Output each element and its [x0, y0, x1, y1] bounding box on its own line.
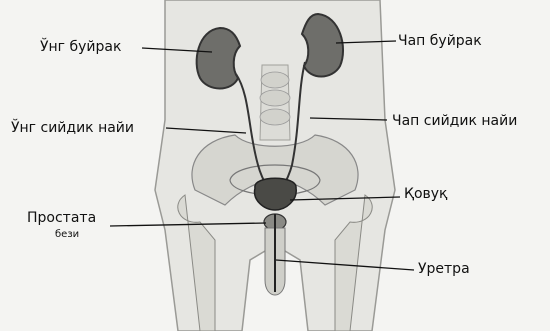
label-prostate-sub: бези: [55, 230, 79, 240]
label-bladder: Қовуқ: [404, 187, 448, 201]
right-kidney: [197, 28, 240, 89]
label-urethra: Уретра: [418, 262, 470, 276]
vertebra: [260, 90, 290, 106]
vertebra: [261, 72, 289, 88]
label-right-kidney: Ўнг буйрак: [40, 40, 121, 54]
label-left-kidney: Чап буйрак: [398, 34, 482, 48]
vertebra: [260, 109, 290, 125]
label-right-ureter: Ўнг сийдик найи: [11, 121, 134, 135]
label-left-ureter: Чап сийдик найи: [392, 114, 517, 128]
label-prostate: Простата: [27, 211, 96, 225]
